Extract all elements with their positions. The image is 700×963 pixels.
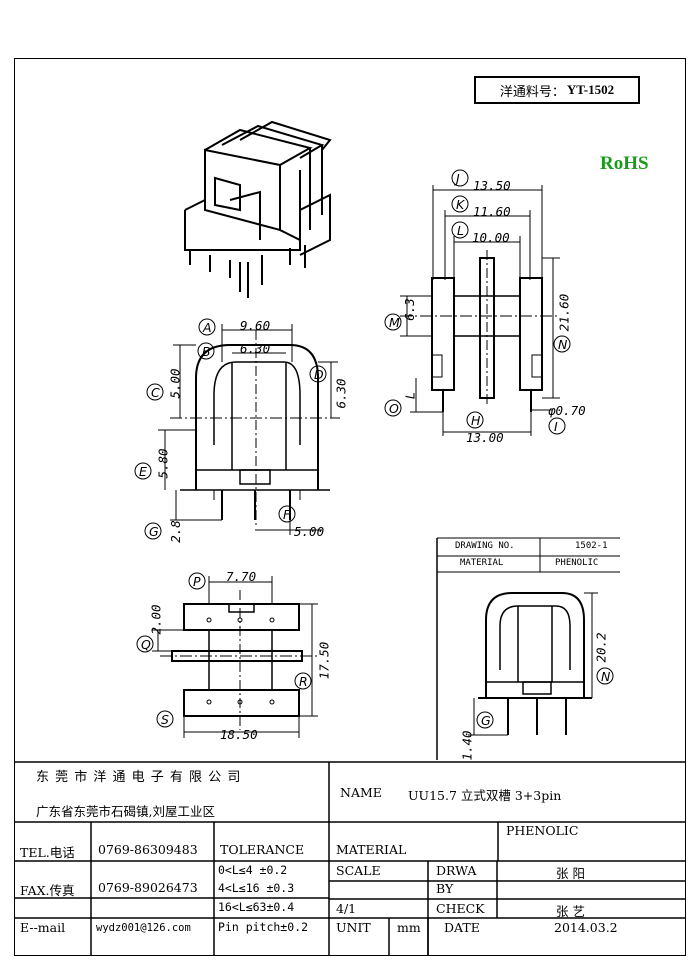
dim-5-00-f: 5.00 [294,524,325,539]
dim-6-30-b: 6.30 [240,341,271,356]
inset-drawing-no-value: 1502-1 [575,541,608,551]
material-label: MATERIAL [336,842,407,857]
bubble-b: B [202,344,211,359]
date-label: DATE [444,920,480,935]
tel-value: 0769-86309483 [98,842,198,857]
dim-l: L [402,391,418,400]
part-number-box: 洋通料号： YT-1502 [474,76,640,104]
bubble-j: J [456,171,460,186]
tolerance-line-2: 4<L≤16 ±0.3 [218,881,295,895]
bubble-s: S [161,712,169,727]
fax-label: FAX.传真 [20,883,75,898]
name-label: NAME [340,785,382,800]
title-block-grid [14,761,686,956]
inset-bubble-n: N [601,669,611,684]
front-view-bubbles [134,318,327,540]
inset-bubble-g: G [481,713,491,728]
bubble-m: M [389,315,400,330]
scale-label: SCALE [336,863,381,878]
drawn-by-label-1: DRWA [436,863,477,878]
dim-0-70: φ0.70 [548,403,586,418]
side-view-bubbles [384,169,571,435]
bubble-k: K [456,197,465,212]
bubble-p: P [193,574,201,589]
drawn-by-value: 张 阳 [556,866,585,881]
dim-5-80: 5.80 [155,448,171,479]
bubble-e: E [139,464,147,479]
dim-2-8: 2.8 [167,520,183,543]
bottom-view [152,576,320,738]
unit-value: mm [397,920,421,935]
tel-label: TEL.电话 [20,845,75,860]
bubble-g: G [149,524,159,539]
dim-21-60: 21.60 [556,293,572,332]
rohs-mark: RoHS [600,153,649,174]
dim-13-50: 13.50 [473,178,511,193]
front-view [158,324,340,535]
tolerance-line-4: Pin pitch±0.2 [218,920,309,934]
inset-material-label: MATERIAL [460,558,504,568]
isometric-view [184,120,332,298]
drawn-by-label-2: BY [436,881,454,896]
dim-7-70: 7.70 [226,569,257,584]
scale-value: 4/1 [336,901,357,916]
inset-dim-1-40: 1.40 [459,730,475,761]
inset-view [436,537,620,760]
dim-10-00: 10.00 [472,230,510,245]
dim-17-50: 17.50 [316,641,332,680]
dim-2-00: 2.00 [148,604,164,635]
drawing-frame [14,58,686,956]
bubble-q: Q [141,637,151,652]
dim-5-00-c: 5.00 [167,368,183,399]
check-label: CHECK [436,901,485,916]
check-value: 张 艺 [556,904,585,919]
name-value: UU15.7 立式双槽 3+3pin [408,788,562,803]
dim-6-30-d: 6.30 [333,378,349,409]
bubble-f: F [283,507,291,522]
inset-dim-20-2: 20.2 [593,632,609,663]
bubble-r: R [299,674,308,689]
bubble-o: O [389,401,399,416]
bubble-a: A [203,320,212,335]
bubble-l: L [457,223,464,238]
fax-value: 0769-89026473 [98,880,198,895]
dim-6-3: 6.3 [401,298,417,321]
side-view [400,185,560,436]
email-value: wydz001@126.com [96,922,191,934]
tolerance-line-3: 16<L≤63±0.4 [218,900,295,914]
bottom-view-bubbles [136,572,312,728]
part-number-value: YT-1502 [566,82,615,97]
bubble-h: H [471,413,481,428]
bubble-i: I [554,419,558,434]
dim-9-60: 9.60 [240,318,271,333]
date-value: 2014.03.2 [554,920,618,935]
material-value: PHENOLIC [506,823,579,838]
dim-11-60: 11.60 [473,204,511,219]
email-label: E--mail [20,920,66,935]
inset-material-value: PHENOLIC [555,558,599,568]
bubble-n: N [558,337,568,352]
part-number-label: 洋通料号： [499,84,565,100]
tolerance-label: TOLERANCE [220,842,305,857]
dim-18-50: 18.50 [220,727,258,742]
company-name: 东 莞 市 洋 通 电 子 有 限 公 司 [36,770,242,785]
bubble-c: C [151,385,160,400]
bubble-d: D [314,367,324,382]
inset-drawing-no-label: DRAWING NO. [455,541,515,551]
dim-13-00: 13.00 [466,430,504,445]
tolerance-line-1: 0<L≤4 ±0.2 [218,863,288,877]
unit-label: UNIT [336,920,371,935]
company-address: 广东省东莞市石碣镇,刘屋工业区 [36,804,215,819]
inset-bubbles [476,667,614,729]
